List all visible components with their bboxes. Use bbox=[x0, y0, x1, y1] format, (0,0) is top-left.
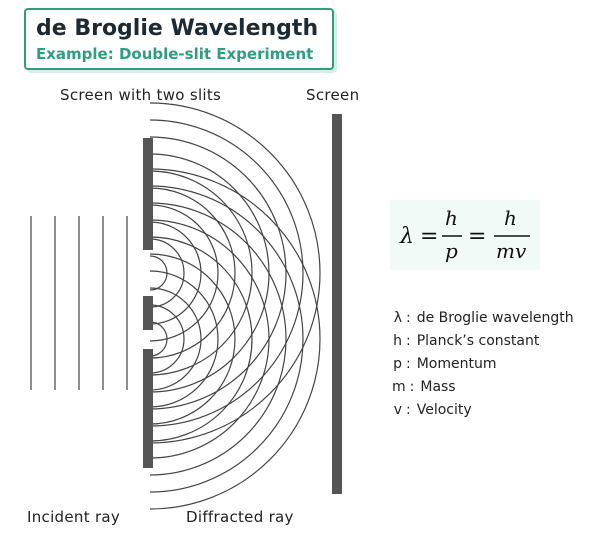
slit-barrier bbox=[143, 138, 153, 468]
label-screen: Screen bbox=[306, 86, 360, 104]
diffracted-wavefront bbox=[149, 168, 321, 510]
diffracted-wavefront bbox=[149, 321, 168, 357]
formula: λ = h p = h mv bbox=[399, 206, 530, 263]
formula-box: λ = h p = h mv bbox=[390, 200, 540, 270]
subtitle: Example: Double-slit Experiment bbox=[36, 45, 314, 63]
diffracted-wavefront bbox=[149, 136, 287, 410]
formula-h-numerator-2: h bbox=[504, 206, 517, 230]
formula-lambda: λ bbox=[399, 224, 414, 249]
legend-item: v:Velocity bbox=[392, 402, 574, 425]
incident-wavefronts bbox=[30, 216, 128, 390]
formula-h-numerator: h bbox=[445, 206, 458, 230]
formula-mv: mv bbox=[496, 239, 527, 263]
diffracted-wavefront bbox=[149, 170, 253, 376]
diffracted-wavefront bbox=[149, 187, 236, 359]
legend-item: m:Mass bbox=[392, 379, 574, 402]
diffracted-wavefront bbox=[149, 270, 219, 408]
title-box: de Broglie Wavelength Example: Double-sl… bbox=[24, 8, 334, 70]
diffracted-wavefront bbox=[149, 287, 202, 391]
diffracted-wavefront bbox=[149, 304, 185, 374]
legend-item: λ:de Broglie wavelength bbox=[392, 310, 574, 333]
formula-equals-1: = bbox=[420, 224, 438, 249]
diffracted-wavefront bbox=[149, 204, 219, 342]
diffracted-wavefront bbox=[149, 219, 270, 459]
diffracted-wavefront bbox=[149, 238, 185, 308]
label-incident-ray: Incident ray bbox=[27, 508, 121, 526]
diffracted-wavefront bbox=[149, 102, 321, 444]
legend-symbol: m bbox=[392, 379, 406, 395]
symbol-legend: λ:de Broglie wavelength h:Planck’s const… bbox=[392, 310, 574, 425]
legend-text: Planck’s constant bbox=[416, 333, 540, 349]
diffracted-wavefront bbox=[149, 253, 236, 425]
legend-item: h:Planck’s constant bbox=[392, 333, 574, 356]
legend-text: Velocity bbox=[416, 402, 472, 418]
legend-text: Mass bbox=[420, 379, 456, 395]
legend-text: de Broglie wavelength bbox=[416, 310, 574, 326]
diffracted-wavefronts bbox=[149, 102, 338, 510]
formula-equals-2: = bbox=[468, 224, 486, 249]
detection-screen bbox=[332, 114, 342, 494]
legend-symbol: p bbox=[393, 356, 402, 372]
label-diffracted-ray: Diffracted ray bbox=[186, 508, 294, 526]
legend-item: p:Momentum bbox=[392, 356, 574, 379]
diffracted-wavefront bbox=[149, 221, 202, 325]
diffracted-wavefront bbox=[149, 236, 253, 442]
label-screen-with-slits: Screen with two slits bbox=[60, 86, 222, 104]
barrier-segment bbox=[143, 296, 153, 330]
title: de Broglie Wavelength bbox=[36, 16, 319, 41]
barrier-segment bbox=[143, 138, 153, 250]
diffracted-wavefront bbox=[149, 119, 304, 427]
barrier-segment bbox=[143, 349, 153, 468]
diffracted-wavefront bbox=[149, 185, 304, 493]
legend-symbol: h bbox=[393, 333, 402, 349]
legend-symbol: v bbox=[393, 402, 402, 418]
legend-text: Momentum bbox=[416, 356, 497, 372]
formula-p: p bbox=[445, 239, 458, 263]
diffracted-wavefront bbox=[149, 202, 287, 476]
legend-symbol: λ bbox=[393, 310, 402, 326]
